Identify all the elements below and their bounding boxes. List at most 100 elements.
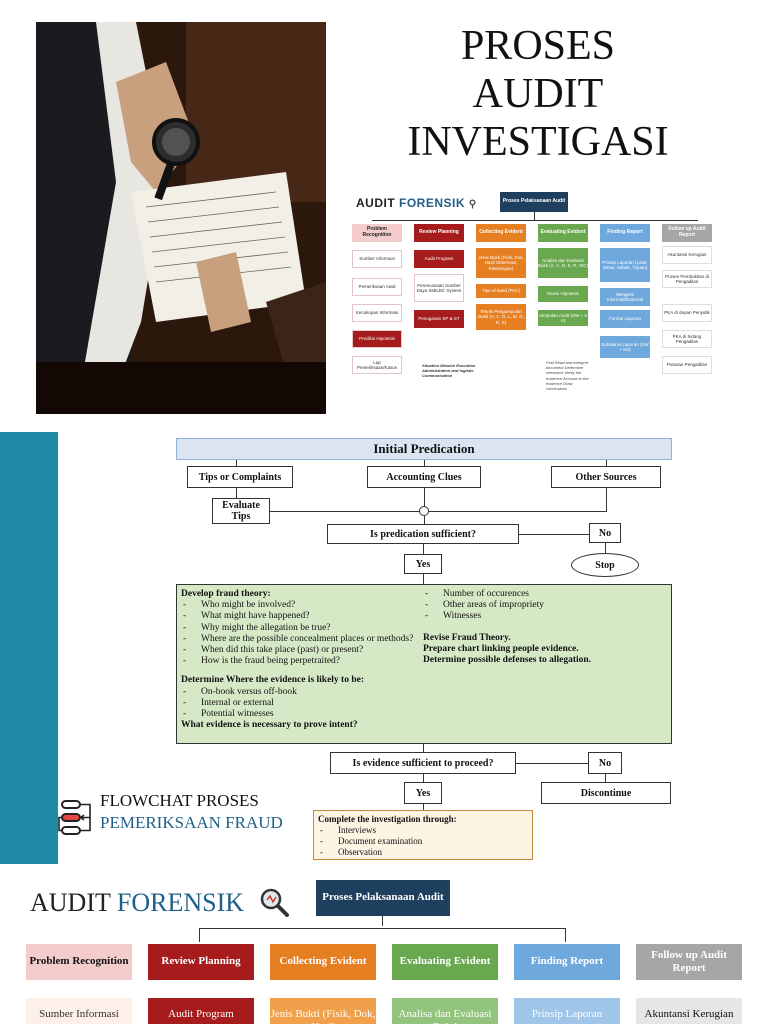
process-root: Proses Pelaksanaan Audit <box>316 880 450 916</box>
photo-illustration <box>36 22 326 414</box>
list-item: Observation <box>318 847 528 858</box>
source-tips: Tips or Complaints <box>187 466 293 488</box>
revise-theory: Revise Fraud Theory. <box>423 632 511 643</box>
theory-heading: Develop fraud theory: <box>181 589 271 599</box>
mini-cell: PKA di depan Penyidik <box>662 304 712 322</box>
mini-cell: Prinsip Laporan (Latar, Dasar, Sebab, Tu… <box>600 248 650 282</box>
caption-flowchart: FLOWCHAT PROSES PEMERIKSAAN FRAUD <box>100 790 315 834</box>
magnifier-icon: ⚲ <box>468 199 477 210</box>
column-header: Problem Recognition <box>26 944 132 980</box>
mini-cell: Analisa dan Evaluasi Bukti (A, C, D, K, … <box>538 248 588 278</box>
list-item: Number of occurences <box>423 589 667 600</box>
list-item: Document examination <box>318 836 528 847</box>
teal-sidebar <box>0 432 58 864</box>
mini-cell: Format Laporan <box>600 310 650 328</box>
list-item: When did this take place (past) or prese… <box>181 645 421 656</box>
list-item: Other areas of impropriety <box>423 600 667 611</box>
mini-cell: Substansi Laporan (SW + 5H) <box>600 336 650 358</box>
mini-cell: Penugasan SP & ST <box>414 310 464 328</box>
slide-title: PROSES AUDIT INVESTIGASI <box>407 23 669 165</box>
column-first-item: Sumber Informasi <box>26 998 132 1024</box>
list-item: Where are the possible concealment place… <box>181 634 421 645</box>
prepare-chart: Prepare chart linking people evidence. <box>423 643 579 654</box>
no-2: No <box>588 752 622 774</box>
list-item: On-book versus off-book <box>181 687 421 698</box>
caption-line-1: FLOWCHAT PROSES <box>100 791 259 810</box>
slide-3: AUDIT FORENSIK Proses Pelaksanaan Audit … <box>0 866 768 1024</box>
theory-right-list: Number of occurences Other areas of impr… <box>423 589 667 623</box>
yes-2: Yes <box>404 782 442 804</box>
mini-root: Proses Pelaksanaan Audit <box>500 192 568 212</box>
mini-cell: Pemeriksaan Awal <box>352 278 402 296</box>
intent-question: What evidence is necessary to prove inte… <box>181 720 358 731</box>
mini-col-header: Finding Report <box>600 224 650 242</box>
magnifier-icon <box>258 886 290 918</box>
mini-italic-a: Situation Mission Execution Administrati… <box>422 363 476 378</box>
column-header: Review Planning <box>148 944 254 980</box>
mini-cell: Tipe of Bukti (PAC) <box>476 284 526 298</box>
determine-defenses: Determine possible defenses to allegatio… <box>423 655 592 666</box>
column-header: Evaluating Evident <box>392 944 498 980</box>
mini-col-header: Problem Recognition <box>352 224 402 242</box>
slide-2: Initial Predication Tips or Complaints A… <box>0 432 768 864</box>
discontinue: Discontinue <box>541 782 671 804</box>
complete-heading: Complete the investigation through: <box>318 814 457 824</box>
mini-cell: Kecukupan Informasi <box>352 304 402 322</box>
mini-italic-b: Find Read and interpret document Determi… <box>546 360 589 391</box>
list-item: Potential witnesses <box>181 709 421 720</box>
brand-audit: AUDIT <box>30 888 117 917</box>
evidence-list: On-book versus off-book Internal or exte… <box>181 687 421 721</box>
mini-cell: Akuntansi Kerugian <box>662 246 712 264</box>
column-header: Finding Report <box>514 944 620 980</box>
question-predication: Is predication sufficient? <box>327 524 519 544</box>
column-first-item: Prinsip Laporan <box>514 998 620 1024</box>
no-1: No <box>589 523 621 543</box>
yes-1: Yes <box>404 554 442 574</box>
column-first-item: Analisa dan Evaluasi Bukti <box>392 998 498 1024</box>
complete-list: Interviews Document examination Observat… <box>318 825 528 858</box>
list-item: Internal or external <box>181 698 421 709</box>
mini-cell: Revisi Hipotesis <box>538 286 588 302</box>
mini-col-header: Collecting Evident <box>476 224 526 242</box>
source-other: Other Sources <box>551 466 661 488</box>
mini-brand: AUDIT FORENSIK ⚲ <box>356 196 477 210</box>
complete-investigation-box: Complete the investigation through: Inte… <box>313 810 533 860</box>
list-item: Witnesses <box>423 611 667 622</box>
brand-title: AUDIT FORENSIK <box>30 888 244 918</box>
theory-left-list: Who might be involved? What might have h… <box>181 600 421 667</box>
mini-col-header: Evaluating Evident <box>538 224 588 242</box>
column-header: Collecting Evident <box>270 944 376 980</box>
mini-cell: Audit Program <box>414 250 464 268</box>
column-first-item: Akuntansi Kerugian <box>636 998 742 1024</box>
list-item: What might have happened? <box>181 611 421 622</box>
mini-cell: Mengerti Informal/Eksternal <box>600 288 650 306</box>
list-item: Who might be involved? <box>181 600 421 611</box>
mini-cell: Sumber Informasi <box>352 250 402 268</box>
flowchart-icon <box>58 798 96 838</box>
evaluate-tips: Evaluate Tips <box>212 498 270 524</box>
list-item: How is the fraud being perpetraited? <box>181 656 421 667</box>
mini-diagram: AUDIT FORENSIK ⚲ Proses Pelaksanaan Audi… <box>352 188 718 420</box>
mini-cell: Simpulan Audit (SW + 5 H) <box>538 310 588 326</box>
list-item: Why might the allegation be true? <box>181 623 421 634</box>
evidence-heading: Determine Where the evidence is likely t… <box>181 675 365 686</box>
slide-1: PROSES AUDIT INVESTIGASI AUDIT FORENSIK … <box>0 0 768 432</box>
column-first-item: Jenis Bukti (Fisik, Dok, Hasil <box>270 998 376 1024</box>
initial-predication: Initial Predication <box>176 438 672 460</box>
mini-cell: Prediksi Hipotesis <box>352 330 402 348</box>
mini-cell: Putusan Pengadilan <box>662 356 712 374</box>
brand-forensik: FORENSIK <box>116 888 245 917</box>
mini-cell: Jenis Bukti (Fisik, Dok, Hasil Observasi… <box>476 248 526 278</box>
stop: Stop <box>571 553 639 577</box>
mini-cell: Teknik Pengumpulan Bukti (A, C, D, L, M,… <box>476 304 526 330</box>
list-item: Interviews <box>318 825 528 836</box>
mini-cell: PKA di Sidang Pengadilan <box>662 330 712 348</box>
mini-cell: Lap Pemeriksaan/Kasus <box>352 356 402 374</box>
question-evidence: Is evidence sufficient to proceed? <box>330 752 516 774</box>
auditor-photo <box>36 22 326 414</box>
column-first-item: Audit Program <box>148 998 254 1024</box>
mini-col-header: Review Planning <box>414 224 464 242</box>
mini-col-header: Follow up Audit Report <box>662 224 712 242</box>
fraud-theory-box: Develop fraud theory: Who might be invol… <box>176 584 672 744</box>
mini-cell: Perencanaan Sumber Daya SMILBC System <box>414 274 464 302</box>
